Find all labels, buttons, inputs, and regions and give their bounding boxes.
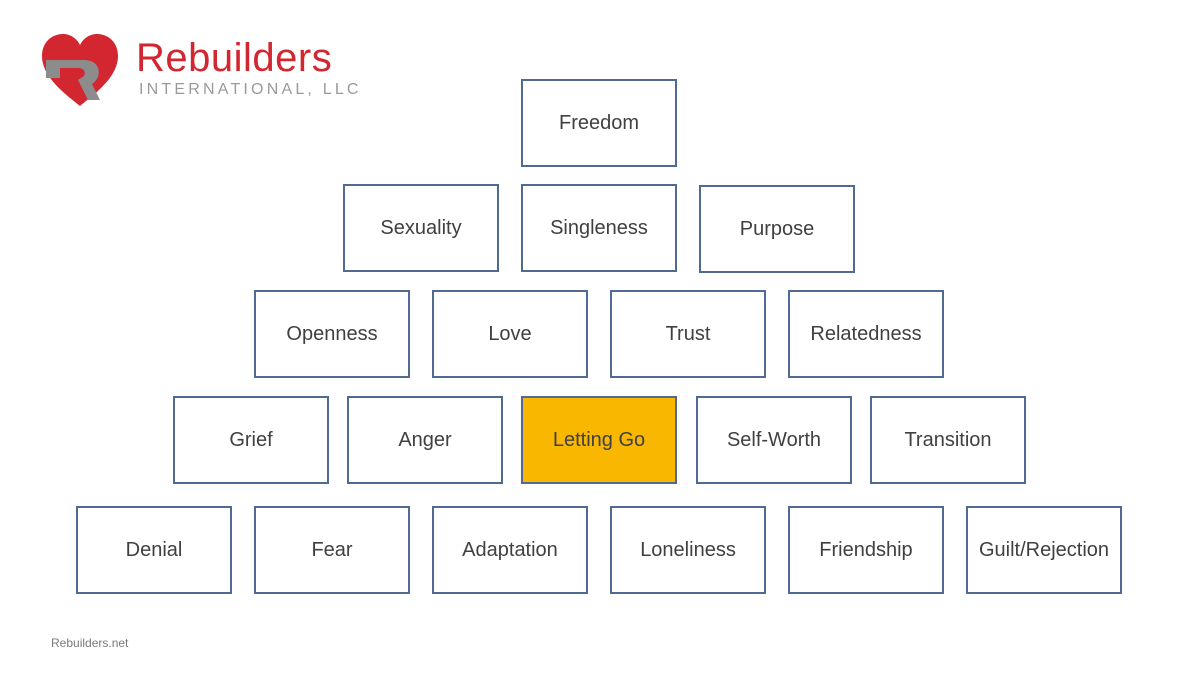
pyramid-box-trust: Trust xyxy=(610,290,766,378)
footer-website: Rebuilders.net xyxy=(51,636,129,650)
pyramid-box-fear: Fear xyxy=(254,506,410,594)
pyramid-box-love: Love xyxy=(432,290,588,378)
pyramid-box-freedom: Freedom xyxy=(521,79,677,167)
pyramid-box-singleness: Singleness xyxy=(521,184,677,272)
pyramid-box-letting-go: Letting Go xyxy=(521,396,677,484)
pyramid-box-grief: Grief xyxy=(173,396,329,484)
pyramid-box-openness: Openness xyxy=(254,290,410,378)
pyramid-box-relatedness: Relatedness xyxy=(788,290,944,378)
pyramid-box-friendship: Friendship xyxy=(788,506,944,594)
logo-name: Rebuilders xyxy=(136,36,333,80)
pyramid-box-guilt-rejection: Guilt/Rejection xyxy=(966,506,1122,594)
pyramid-box-anger: Anger xyxy=(347,396,503,484)
pyramid-box-self-worth: Self-Worth xyxy=(696,396,852,484)
pyramid-box-sexuality: Sexuality xyxy=(343,184,499,272)
pyramid-box-denial: Denial xyxy=(76,506,232,594)
pyramid-box-adaptation: Adaptation xyxy=(432,506,588,594)
pyramid-box-transition: Transition xyxy=(870,396,1026,484)
heart-r-logo-icon xyxy=(42,34,118,106)
pyramid-box-loneliness: Loneliness xyxy=(610,506,766,594)
company-logo: Rebuilders INTERNATIONAL, LLC xyxy=(38,30,378,110)
pyramid-box-purpose: Purpose xyxy=(699,185,855,273)
logo-subtitle: INTERNATIONAL, LLC xyxy=(139,81,362,98)
